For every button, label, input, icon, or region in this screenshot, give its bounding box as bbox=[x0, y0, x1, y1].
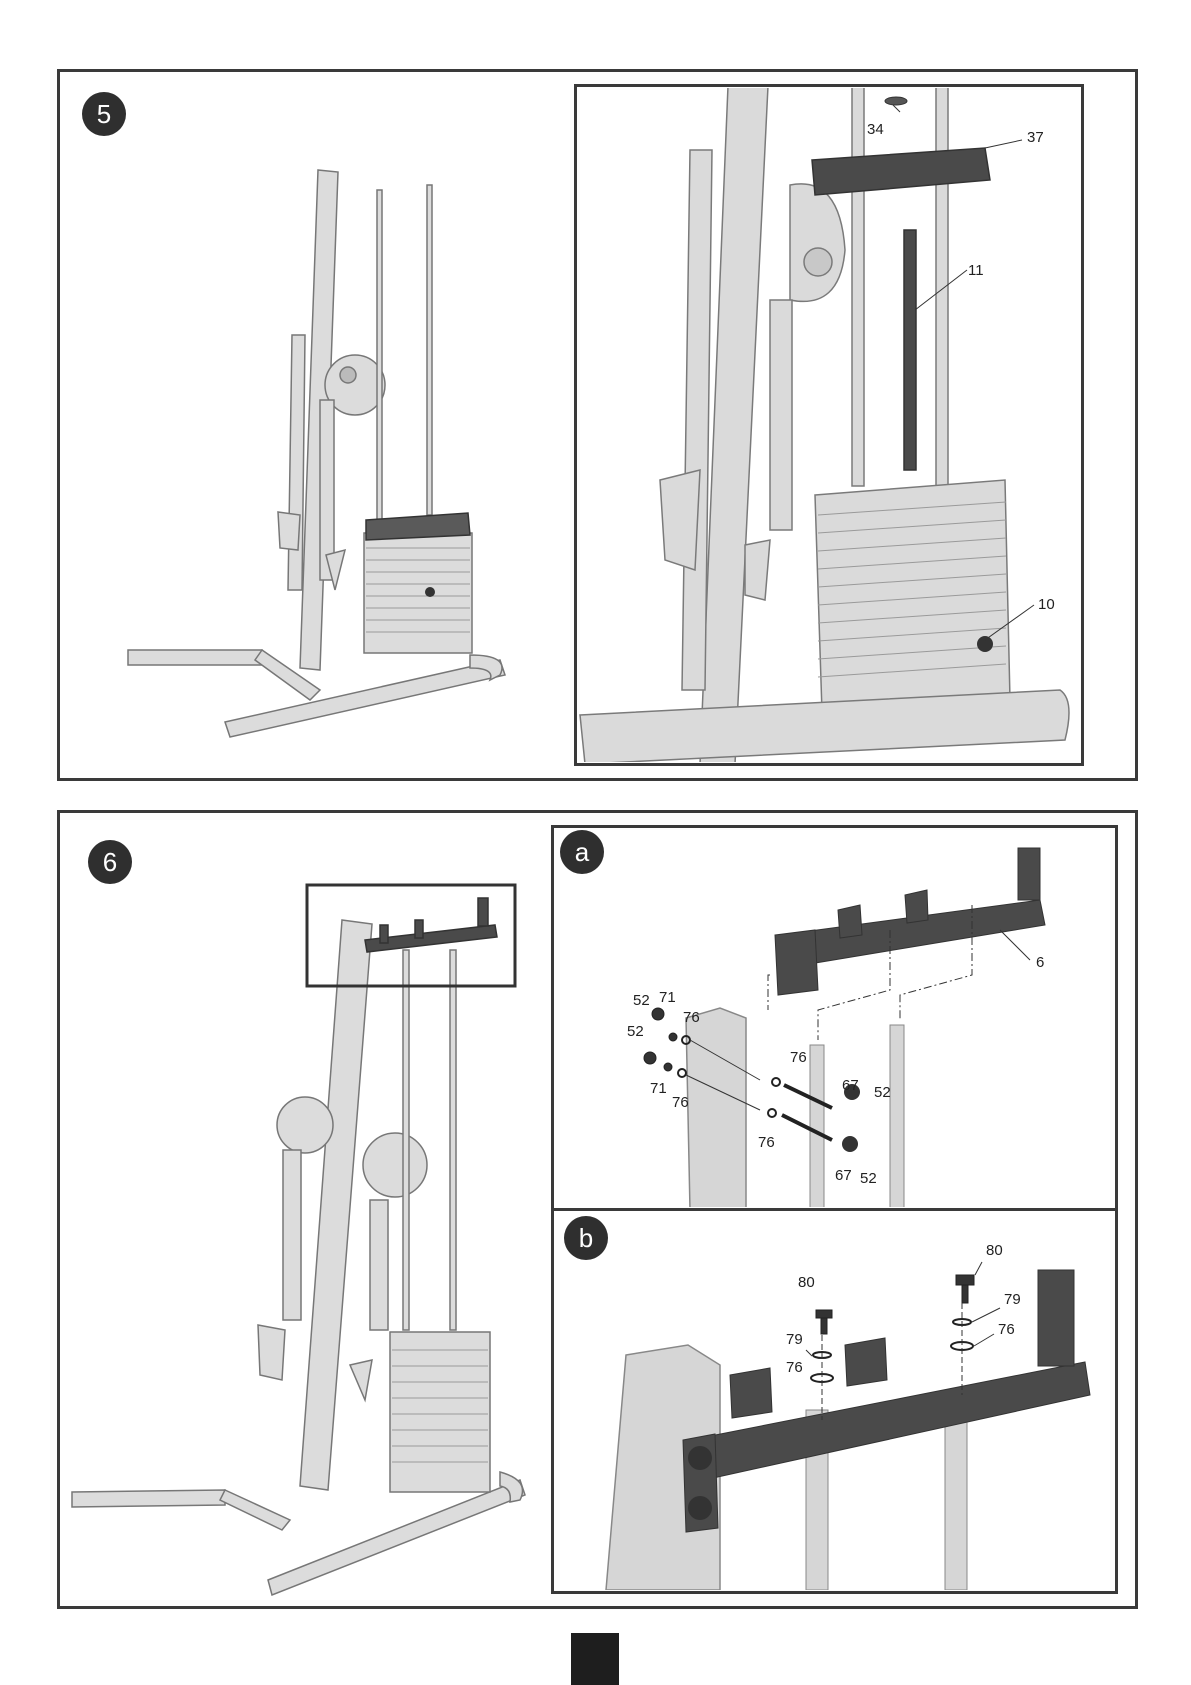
page-number-tab bbox=[571, 1633, 619, 1685]
callout-b-76-left: 76 bbox=[786, 1360, 803, 1375]
callout-b-76-right: 76 bbox=[998, 1322, 1015, 1337]
callout-b-79-left: 79 bbox=[786, 1332, 803, 1347]
callout-b-79-right: 79 bbox=[1004, 1292, 1021, 1307]
callout-b-80-left: 80 bbox=[798, 1275, 815, 1290]
callout-b-80-right: 80 bbox=[986, 1243, 1003, 1258]
